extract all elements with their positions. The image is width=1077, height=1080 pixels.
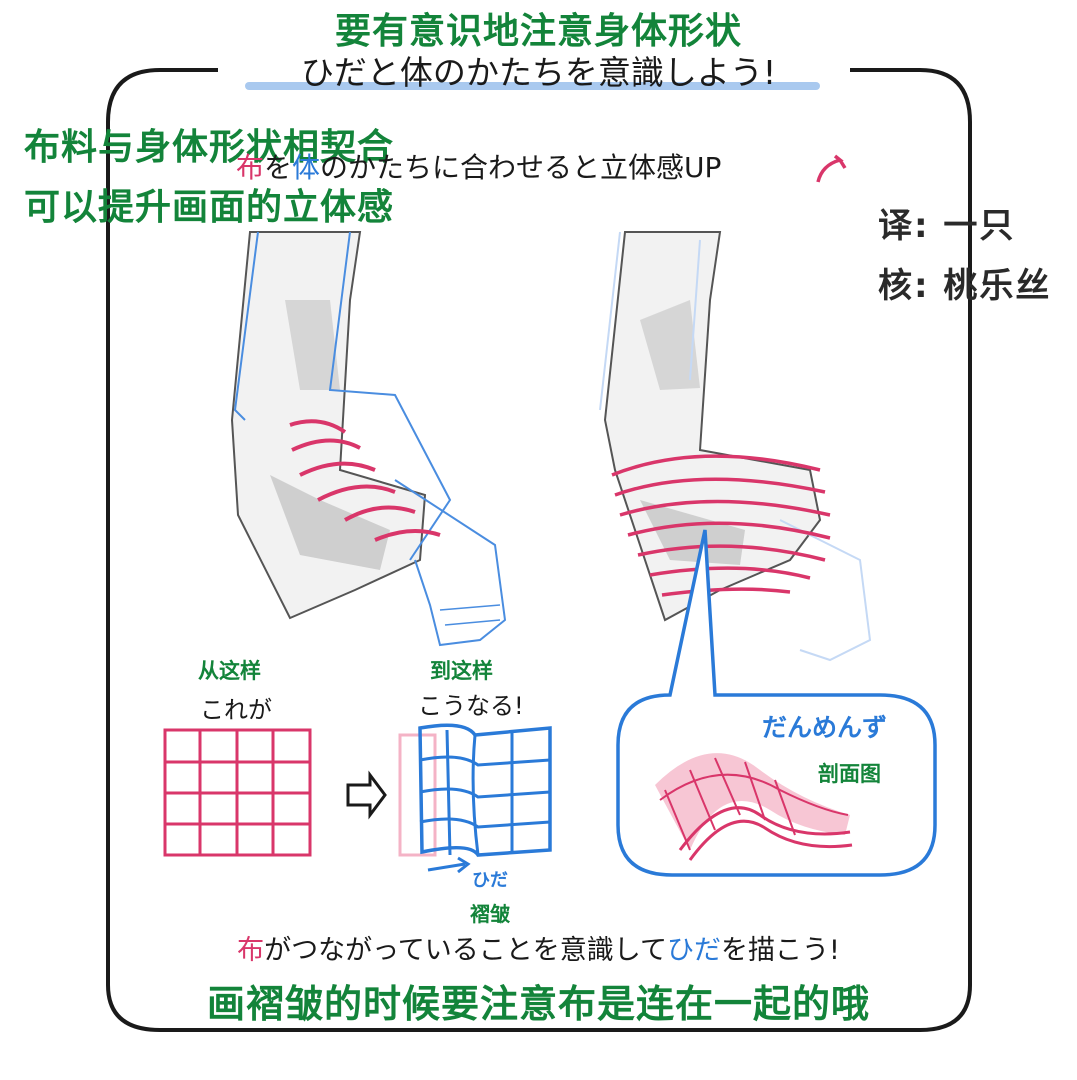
page-title: 要有意识地注意身体形状 (334, 11, 742, 52)
label-cross-section-jp: だんめんず (762, 713, 888, 742)
label-fold-cn: 褶皱 (470, 902, 510, 926)
footer-jp-part2: を描こう! (721, 935, 840, 966)
flat-grid (163, 728, 312, 857)
label-from-cn: 从这样 (198, 659, 261, 683)
label-from-jp: これが (200, 696, 272, 724)
subtitle-cn-line1: 布料与身体形状相契合 (24, 127, 395, 168)
subtitle-jp-part1: を (264, 151, 293, 184)
grid-arrow (346, 770, 387, 820)
subtitle-jp-part2: のかたちに合わせると立体感UP (320, 151, 722, 184)
credit-translator: 译: 一只 (878, 206, 1016, 246)
label-to-jp: こうなる! (418, 692, 524, 720)
folded-grid (398, 723, 552, 874)
footer-cn: 画褶皱的时候要注意布是连在一起的哦 (206, 982, 870, 1026)
footer-jp: 布がつながっていることを意識してひだを描こう! (0, 928, 1077, 967)
left-arm-drawing (230, 231, 507, 647)
page-title-jp: ひだと体のかたちを意識しよう! (300, 53, 777, 92)
subtitle-cn-line2: 可以提升画面的立体感 (24, 187, 395, 228)
subtitle-jp: 布を体のかたちに合わせると立体感UP (236, 146, 721, 186)
up-arrow-icon (816, 154, 847, 183)
label-to-cn: 到这样 (430, 659, 493, 683)
subtitle-jp-mark1: 布 (236, 151, 265, 184)
cross-section-drawing (655, 753, 853, 861)
title-highlight (245, 82, 820, 90)
footer-jp-mark1: 布 (237, 935, 265, 966)
right-arm-drawing (599, 231, 872, 662)
outer-frame (106, 68, 972, 1032)
footer-jp-part1: がつながっていることを意識して (264, 935, 667, 966)
footer-jp-mark2: ひだ (667, 935, 721, 966)
label-fold-jp: ひだ (472, 870, 508, 891)
subtitle-jp-mark2: 体 (292, 151, 321, 184)
credit-proofreader: 核: 桃乐丝 (878, 266, 1052, 306)
label-cross-section-cn: 剖面图 (818, 762, 881, 786)
